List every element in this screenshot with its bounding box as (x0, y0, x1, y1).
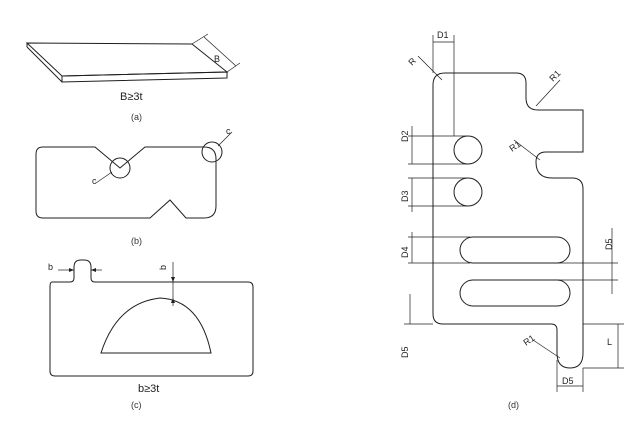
figure-b: c c (b) (35, 126, 233, 246)
round-hole-d3 (453, 177, 483, 207)
plate-left-bottom-edge (26, 46, 63, 83)
round-hole-d2 (453, 135, 483, 165)
d1-label: D1 (437, 30, 449, 40)
radius-label-right: c (226, 126, 231, 136)
dim-b-ext-line-1 (191, 33, 209, 45)
plate-front-face (61, 71, 228, 83)
r1-bottom-label: R1 (521, 333, 536, 348)
stamped-part-outline (432, 72, 584, 369)
dome-cutout (100, 297, 212, 354)
dim-b-line (203, 36, 237, 67)
r1-mid-leader (513, 139, 541, 161)
formula-a: B≥3t (120, 91, 143, 103)
formula-c: b≥3t (138, 383, 159, 395)
figure-a: B B≥3t (a) (25, 33, 241, 122)
d3-label: D3 (400, 190, 410, 202)
arrowhead (171, 298, 175, 303)
slot-lower (459, 279, 571, 307)
r1-mid-label: R1 (507, 139, 522, 154)
plate-with-tab-outline (49, 259, 254, 377)
d5-left-label: D5 (400, 346, 410, 358)
dim-b-ext-line-2 (226, 62, 241, 73)
l-label: L (607, 337, 612, 347)
dim-b-center-label: b (158, 265, 168, 270)
r-topleft-label: R (406, 55, 418, 67)
r1-bottom-leader (532, 339, 561, 359)
caption-d: (d) (508, 400, 519, 410)
d5-right-label: D5 (604, 238, 614, 250)
arrowhead (69, 268, 74, 272)
d2-label: D2 (400, 130, 410, 142)
radius-label-left: c (92, 176, 97, 186)
d4-label: D4 (400, 246, 410, 258)
arrowhead (91, 268, 96, 272)
slot-upper (459, 236, 571, 264)
notch-radius-circle (109, 157, 131, 179)
dim-b-label: B (214, 54, 220, 64)
r1-topright-leader (535, 79, 561, 107)
caption-b: (b) (131, 236, 142, 246)
radius-leader-left (95, 171, 113, 184)
r1-topright-label: R1 (547, 68, 562, 83)
caption-a: (a) (131, 112, 142, 122)
figure-d: D1 R R1 R1 D2 D3 D4 D5 D5 (400, 30, 624, 410)
r-topleft-leader (417, 55, 443, 81)
radius-leader-right (217, 131, 233, 147)
dim-b-left-label: b (48, 262, 53, 272)
figure-c: b b b≥3t (c) (48, 259, 254, 410)
d5-bottom-label: D5 (562, 376, 574, 386)
notched-plate-outline (35, 146, 217, 219)
plate-top-face (25, 42, 229, 77)
corner-radius-circle (201, 141, 223, 163)
caption-c: (c) (131, 400, 142, 410)
arrowhead (171, 277, 175, 282)
